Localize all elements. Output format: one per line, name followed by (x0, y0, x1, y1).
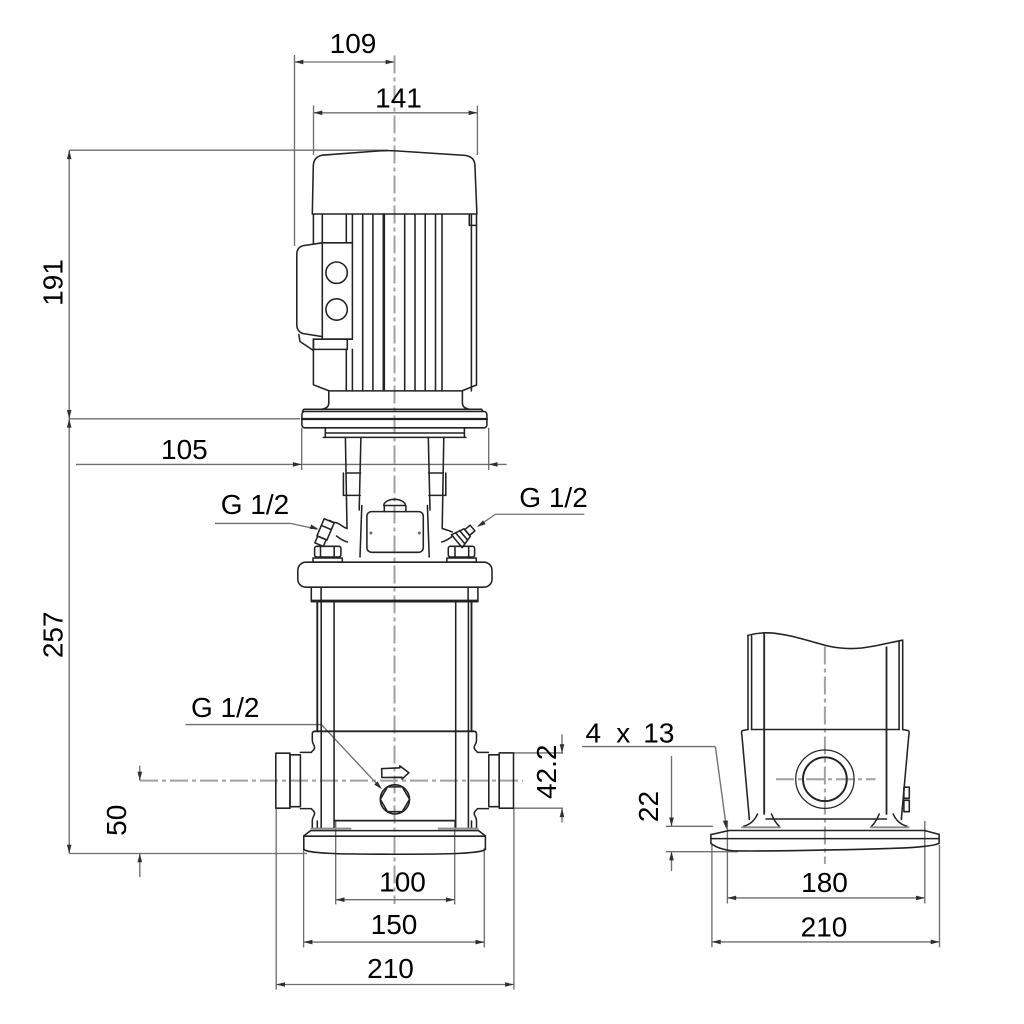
svg-text:G 1/2: G 1/2 (191, 692, 259, 723)
svg-text:191: 191 (38, 259, 69, 306)
svg-text:100: 100 (379, 867, 426, 898)
svg-text:105: 105 (161, 434, 208, 465)
svg-text:210: 210 (801, 912, 848, 943)
svg-text:210: 210 (367, 953, 414, 984)
svg-text:180: 180 (801, 867, 848, 898)
svg-text:50: 50 (101, 805, 132, 836)
svg-text:141: 141 (375, 83, 422, 114)
svg-text:42.2: 42.2 (531, 745, 562, 800)
svg-text:x: x (616, 717, 630, 748)
svg-text:13: 13 (643, 717, 674, 748)
svg-text:G 1/2: G 1/2 (221, 489, 289, 520)
svg-text:109: 109 (330, 28, 377, 59)
svg-text:G 1/2: G 1/2 (519, 482, 587, 513)
svg-text:22: 22 (633, 791, 664, 822)
svg-text:4: 4 (586, 717, 602, 748)
svg-text:257: 257 (38, 611, 69, 658)
svg-text:150: 150 (371, 909, 418, 940)
